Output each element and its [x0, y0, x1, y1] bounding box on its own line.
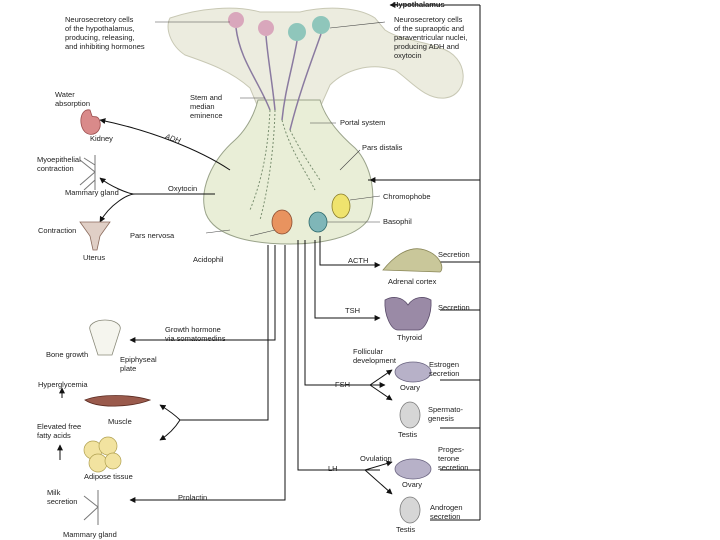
uterus-shape [79, 221, 111, 251]
ovary-top-shape [394, 361, 432, 383]
label-pars-distalis: Pars distalis [362, 143, 403, 152]
label-adrenal-cortex: Adrenal cortex [388, 277, 437, 286]
basophil-cell [308, 211, 328, 233]
label-hypothalamus: Hypothalamus [393, 0, 445, 9]
neuron-pink-1 [228, 12, 244, 28]
neuron-teal-1 [288, 23, 306, 41]
label-chromophobe: Chromophobe [383, 192, 431, 201]
label-neurosecretory-hypothalamus: Neurosecretory cells of the hypothalamus… [65, 15, 145, 51]
label-estrogen: Estrogen secretion [429, 360, 460, 378]
label-contraction: Contraction [38, 226, 77, 235]
label-tsh: TSH [345, 306, 360, 315]
label-prolactin: Prolactin [178, 493, 208, 502]
label-testis-top: Testis [398, 430, 418, 439]
label-bone-growth: Bone growth [46, 350, 89, 359]
label-milk-secretion: Milk secretion [47, 488, 78, 506]
label-follicular: Follicular development [353, 347, 396, 365]
kidney-shape [80, 109, 101, 135]
adipose-shape [83, 436, 122, 473]
thyroid-shape [384, 297, 432, 331]
label-thyroid: Thyroid [397, 333, 423, 342]
label-stem-median: Stem and median eminence [190, 93, 223, 120]
label-secretion-adrenal: Secretion [438, 250, 470, 259]
label-myoepithelial: Myoepithelial contraction [37, 155, 81, 173]
label-spermatogenesis: Spermato- genesis [428, 405, 464, 423]
label-fsh: FSH [335, 380, 350, 389]
adrenal-shape [382, 248, 443, 273]
label-elevated-ffa: Elevated free fatty acids [37, 422, 82, 440]
mammary-bottom [83, 490, 99, 525]
neurons [228, 12, 330, 221]
label-muscle: Muscle [108, 417, 132, 426]
label-acth: ACTH [348, 256, 369, 265]
label-kidney: Kidney [90, 134, 113, 143]
label-pars-nervosa: Pars nervosa [130, 231, 175, 240]
label-acidophil: Acidophil [193, 255, 224, 264]
label-lh: LH [328, 464, 338, 473]
testis-top-shape [399, 401, 421, 429]
neuron-pink-2 [258, 20, 274, 36]
neuron-teal-2 [312, 16, 330, 34]
label-uterus: Uterus [83, 253, 106, 262]
label-basophil: Basophil [383, 217, 412, 226]
chromophobe-cell [331, 193, 351, 219]
acidophil-cell [271, 209, 293, 235]
testis-bottom-shape [399, 496, 421, 524]
label-water-absorption: Water absorption [55, 90, 91, 108]
label-hyperglycemia: Hyperglycemia [38, 380, 88, 389]
label-mammary-gland-bottom: Mammary gland [63, 530, 117, 539]
label-ovary-bottom: Ovary [402, 480, 423, 489]
label-portal-system: Portal system [340, 118, 386, 127]
label-epiphyseal: Epiphyseal plate [120, 355, 157, 373]
bone-shape [89, 319, 121, 356]
label-ovulation: Ovulation [360, 454, 392, 463]
hypothalamus-tissue [167, 7, 464, 113]
label-oxytocin: Oxytocin [168, 184, 198, 193]
label-neurosecretory-supraoptic: Neurosecretory cells of the supraoptic a… [394, 15, 468, 60]
label-adipose: Adipose tissue [84, 472, 133, 481]
label-androgen: Androgen secretion [430, 503, 463, 521]
mammary-top [79, 155, 96, 191]
label-ovary-top: Ovary [400, 383, 421, 392]
feedback-line [368, 20, 481, 521]
ovary-bottom-shape [394, 458, 432, 480]
label-progesterone: Proges- terone secretion [438, 445, 469, 472]
label-mammary-gland-top: Mammary gland [65, 188, 119, 197]
label-testis-bottom: Testis [396, 525, 416, 534]
label-secretion-thyroid: Secretion [438, 303, 470, 312]
label-growth-hormone: Growth hormone via somatomedins [165, 325, 226, 343]
muscle-shape [84, 395, 152, 407]
pituitary-gland [203, 99, 374, 245]
